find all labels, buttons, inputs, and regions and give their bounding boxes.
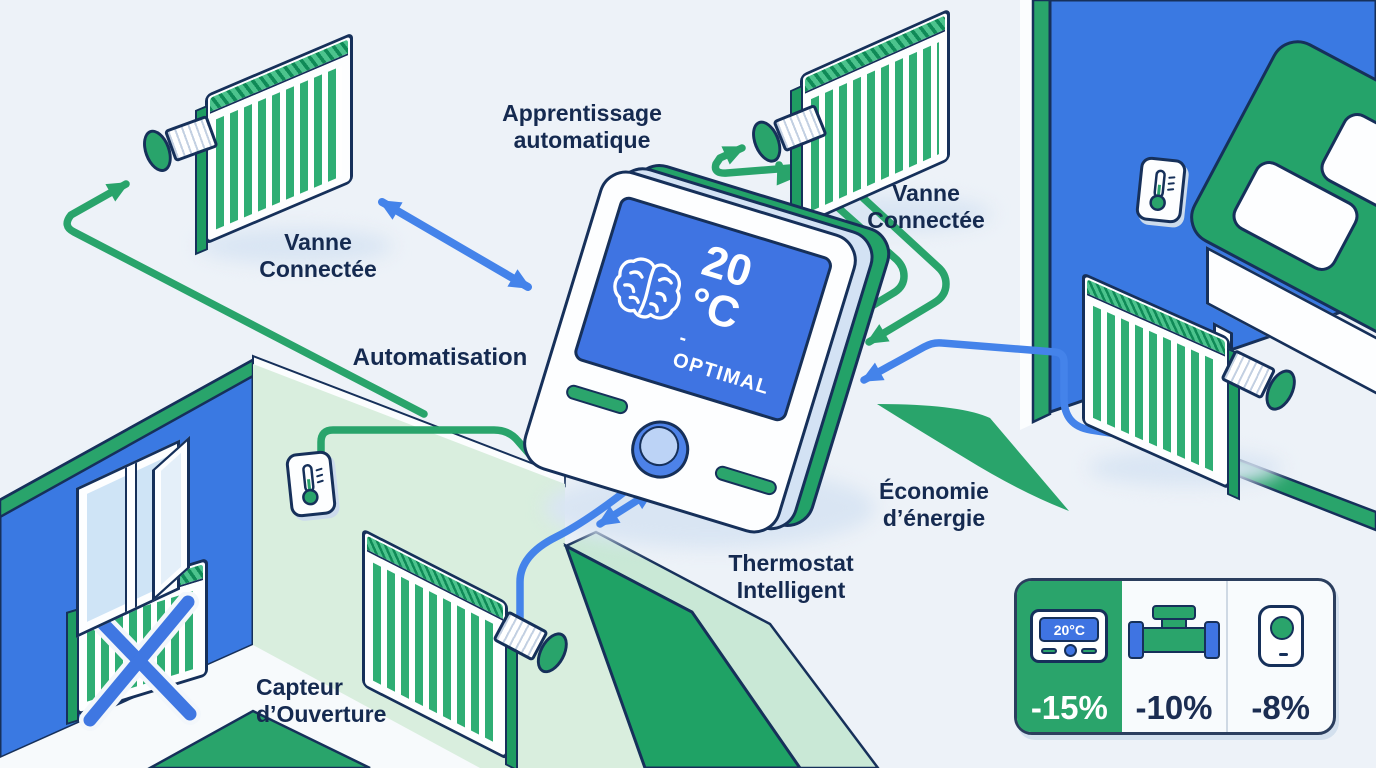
- radiator-center: [362, 528, 575, 768]
- thermostat-knob: [623, 413, 697, 486]
- partition-wall: [563, 542, 802, 768]
- legend-item-thermostat: 20°C -15%: [1017, 581, 1122, 732]
- green-rug: [147, 709, 371, 768]
- arrow-thermostat-left-valve: [378, 198, 532, 291]
- thermostat-readout: 20 °C - OPTIMAL: [670, 236, 815, 403]
- label-machine-learning: Apprentissage automatique: [502, 100, 662, 154]
- radiator-top-left: [137, 32, 353, 256]
- radiator-bedroom: [1082, 272, 1303, 501]
- room-left-floor: [0, 645, 480, 768]
- room-right-edge-gap: [1020, 0, 1033, 430]
- thermostat-icon-knob: [1064, 644, 1078, 657]
- label-automation: Automatisation: [352, 344, 528, 371]
- thermostat-icon-screen: 20°C: [1039, 617, 1100, 642]
- temperature-sensor-left: [284, 449, 338, 519]
- sensor-icon: [1257, 605, 1304, 667]
- route-automation-to-left-valve: [63, 180, 428, 418]
- route-thermostat-to-center-radiator: [516, 474, 646, 634]
- label-valve-left: Vanne Connectée: [259, 229, 377, 283]
- savings-value-sensor: -8%: [1251, 689, 1311, 726]
- label-smart-thermostat: Thermostat Intelligent: [728, 550, 854, 604]
- savings-value-thermostat: -15%: [1030, 689, 1108, 726]
- thermostat-button-left: [564, 382, 630, 416]
- smart-thermostat: 20 °C - OPTIMAL: [516, 157, 898, 541]
- window-mullion: [125, 462, 137, 613]
- route-bedroom-radiator-to-thermostat: [860, 339, 1121, 438]
- thermostat-body: 20 °C - OPTIMAL: [516, 163, 864, 541]
- thermometer-icon: [302, 464, 324, 506]
- energy-swoosh: [877, 404, 1069, 511]
- label-valve-right: Vanne Connectée: [867, 180, 985, 234]
- savings-legend: 20°C -15% -10%: [1014, 578, 1336, 735]
- thermostat-icon: 20°C: [1030, 609, 1109, 663]
- thermostat-knob-top: [634, 421, 685, 472]
- label-energy-saving: Économie d’énergie: [879, 478, 989, 532]
- thermometer-icon: [1149, 169, 1176, 211]
- temperature-sensor-bedroom: [1134, 155, 1188, 225]
- thermostat-button-right: [713, 463, 779, 497]
- thermostat-icon-button: [1041, 648, 1058, 654]
- radiator-disabled: [66, 557, 208, 731]
- thermostat-icon-button: [1081, 648, 1098, 654]
- legend-item-sensor: -8%: [1226, 581, 1333, 732]
- savings-value-valve: -10%: [1135, 689, 1213, 726]
- disabled-x-icon: [79, 592, 201, 731]
- valve-icon: [1128, 605, 1220, 667]
- thermostat-screen: 20 °C - OPTIMAL: [571, 194, 835, 424]
- legend-item-valve: -10%: [1122, 581, 1227, 732]
- brain-icon: [613, 257, 681, 320]
- label-opening-sensor: Capteur d’Ouverture: [256, 674, 387, 728]
- room-right-wall-edge: [1031, 0, 1052, 424]
